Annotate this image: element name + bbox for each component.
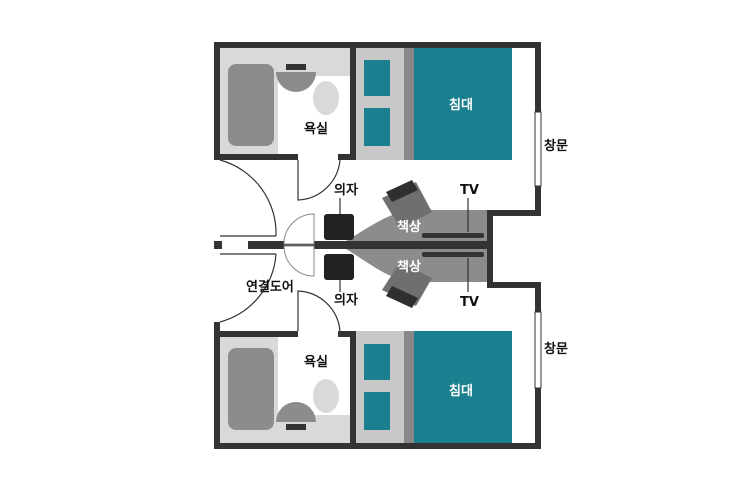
tv-bottom	[422, 252, 484, 292]
window-top	[534, 111, 542, 187]
bathroom-bottom	[220, 290, 356, 443]
chair-top-label: 의자	[334, 182, 358, 198]
tv-top	[422, 198, 484, 238]
desk-bottom-label: 책상	[397, 260, 421, 275]
bed-top	[356, 48, 512, 160]
connecting-door-label: 연결도어	[246, 279, 294, 295]
bed-bottom	[356, 331, 512, 443]
entry-door-bottom[interactable]	[219, 253, 277, 323]
bed-top-label: 침대	[449, 97, 473, 113]
center-wall	[214, 241, 487, 249]
lounge-chair-top	[382, 180, 432, 228]
desk-top-label: 책상	[397, 220, 421, 235]
tv-bottom-label: TV	[460, 295, 479, 310]
bathroom-top-label: 욕실	[304, 121, 328, 137]
entry-door-top[interactable]	[219, 159, 277, 237]
lounge-chair-bottom	[382, 262, 432, 308]
chair-bottom	[324, 254, 354, 292]
window-bottom-label: 창문	[544, 341, 568, 357]
bathroom-bottom-label: 욕실	[304, 354, 328, 370]
tv-top-label: TV	[460, 183, 479, 198]
bed-bottom-label: 침대	[449, 383, 473, 399]
desk-bottom	[346, 249, 487, 282]
bathroom-top	[220, 48, 356, 201]
outer-walls	[214, 42, 541, 449]
connecting-door[interactable]	[283, 213, 315, 277]
chair-bottom-label: 의자	[334, 292, 358, 308]
window-top-label: 창문	[544, 138, 568, 154]
window-bottom	[534, 311, 542, 389]
chair-top	[324, 198, 354, 240]
